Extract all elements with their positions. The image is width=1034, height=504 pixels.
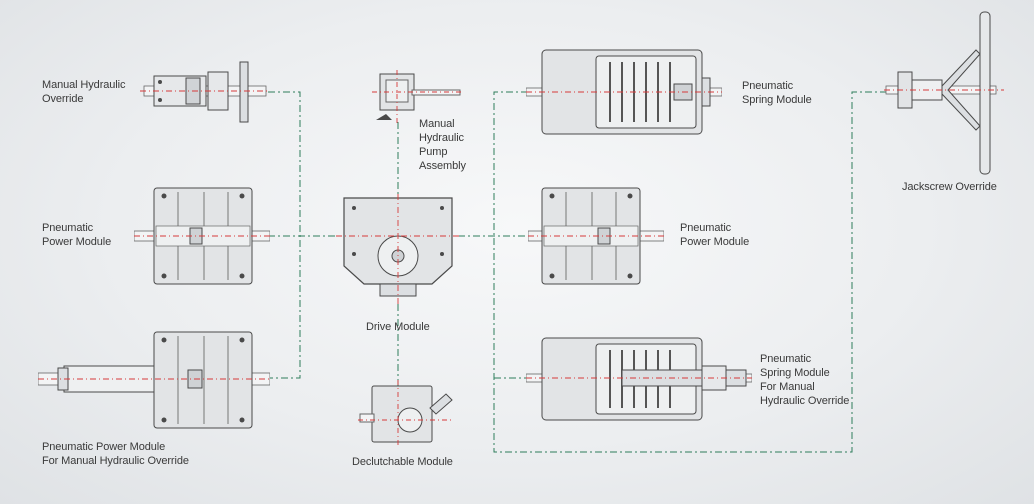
- label-line: Jackscrew Override: [902, 181, 997, 193]
- label-line: Power Module: [42, 236, 112, 248]
- manual-hydraulic-pump-assembly-drawing: [372, 70, 462, 126]
- label-line: Spring Module: [760, 367, 830, 379]
- label-line: Pump: [419, 146, 448, 158]
- label-line: Override: [42, 93, 84, 105]
- label-manual-hydraulic-override: Manual Hydraulic Override: [42, 78, 125, 106]
- label-line: Manual Hydraulic: [42, 79, 126, 91]
- label-line: Spring Module: [742, 94, 812, 106]
- label-manual-hydraulic-pump-assembly: Manual Hydraulic Pump Assembly: [419, 117, 466, 173]
- connector-right-trunk: [493, 91, 886, 453]
- manual-hydraulic-override-drawing: [140, 61, 270, 123]
- pneumatic-spring-module-manual-hydraulic-drawing: [526, 337, 752, 421]
- label-line: Power Module: [680, 236, 750, 248]
- pneumatic-spring-module-drawing: [526, 49, 722, 135]
- pneumatic-power-module-right-drawing: [528, 187, 664, 285]
- label-pneumatic-power-module-right: Pneumatic Power Module: [680, 221, 749, 249]
- label-line: For Manual Hydraulic Override: [42, 455, 189, 467]
- label-pneumatic-spring-module: Pneumatic Spring Module: [742, 79, 812, 107]
- label-pneumatic-power-module-left: Pneumatic Power Module: [42, 221, 111, 249]
- label-drive-module: Drive Module: [366, 320, 430, 334]
- label-line: For Manual: [760, 381, 815, 393]
- label-pneumatic-power-module-manual-hydraulic: Pneumatic Power Module For Manual Hydrau…: [42, 440, 189, 468]
- pneumatic-power-module-left-drawing: [134, 187, 270, 285]
- label-line: Assembly: [419, 160, 466, 172]
- label-line: Pneumatic: [760, 353, 812, 365]
- declutchable-module-drawing: [358, 380, 454, 446]
- label-line: Declutchable Module: [352, 456, 453, 468]
- label-line: Drive Module: [366, 321, 430, 333]
- label-line: Manual: [419, 118, 455, 130]
- pneumatic-power-module-manual-hydraulic-drawing: [38, 331, 270, 429]
- label-jackscrew-override: Jackscrew Override: [902, 180, 997, 194]
- label-line: Pneumatic Power Module: [42, 441, 166, 453]
- label-line: Pneumatic: [742, 80, 794, 92]
- label-line: Pneumatic: [42, 222, 94, 234]
- drive-module-drawing: [336, 194, 460, 306]
- label-line: Pneumatic: [680, 222, 732, 234]
- label-pneumatic-spring-module-manual-hydraulic: Pneumatic Spring Module For Manual Hydra…: [760, 352, 849, 408]
- label-line: Hydraulic Override: [760, 395, 850, 407]
- jackscrew-override-drawing: [884, 11, 1004, 175]
- connector-left-trunk: [268, 91, 301, 379]
- label-line: Hydraulic: [419, 132, 464, 144]
- label-declutchable-module: Declutchable Module: [352, 455, 453, 469]
